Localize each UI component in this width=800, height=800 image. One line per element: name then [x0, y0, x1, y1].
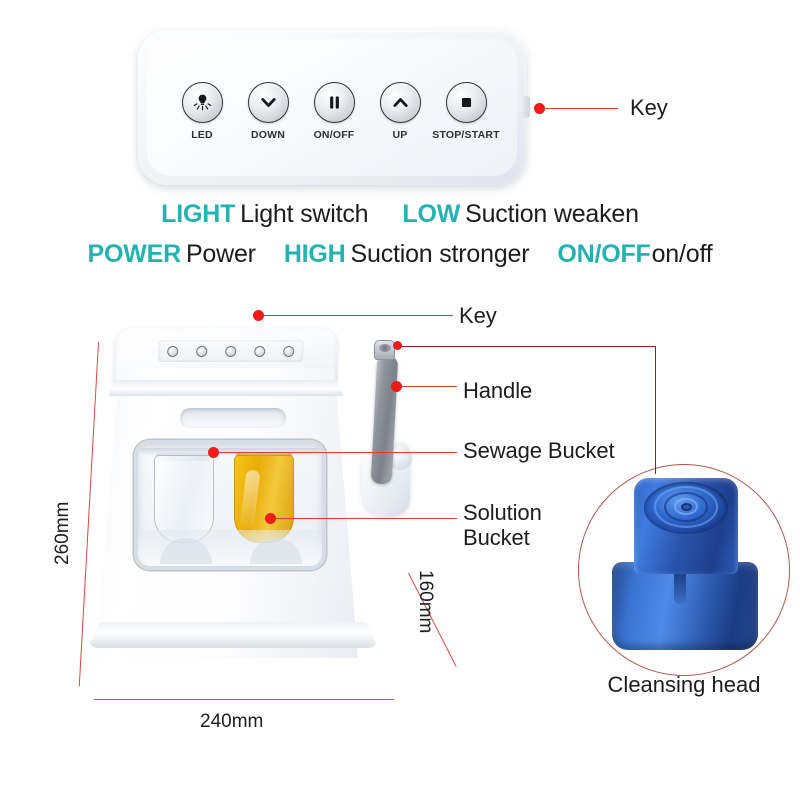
machine-touch-strip[interactable]: [157, 340, 304, 362]
cleansing-head-caption: Cleansing head: [607, 672, 761, 697]
machine-sewage-dot: [208, 447, 219, 458]
machine-upper-lip: [108, 380, 344, 396]
panel-button-up-label: UP: [392, 129, 408, 141]
machine-base: [88, 622, 378, 648]
handle-wand-tip: [374, 340, 395, 360]
panel-button-stop-start-circle[interactable]: [445, 82, 487, 123]
machine-floor-dome-left: [160, 538, 212, 564]
handle-assembly: [362, 334, 414, 524]
panel-button-led[interactable]: LED: [172, 82, 232, 141]
legend-item-onoff: ON/OFF on/off: [557, 240, 712, 269]
panel-button-stop-start-label: STOP/START: [432, 129, 500, 141]
legend-item-high: HIGH Suction stronger: [284, 240, 530, 269]
control-panel-button-row: LED DOWN: [172, 82, 500, 141]
remote-callout-dot: [534, 103, 545, 114]
panel-button-down-label: DOWN: [250, 129, 286, 141]
machine-solution-dot: [265, 513, 276, 524]
machine-handle-line: [397, 386, 457, 388]
legend-row-2: POWER Power HIGH Suction stronger ON/OFF…: [0, 240, 800, 269]
chevron-up-icon: [390, 92, 411, 113]
legend-desc-onoff: on/off: [651, 240, 713, 268]
machine-mini-button-onoff[interactable]: [225, 345, 237, 357]
sewage-bucket-glass: [154, 455, 214, 543]
legend-desc-low: Suction weaken: [465, 200, 639, 228]
legend-row-1: LIGHT Light switch LOW Suction weaken: [0, 200, 800, 229]
dimension-label-width: 240mm: [200, 711, 264, 732]
legend-item-power: POWER Power: [87, 240, 256, 269]
panel-button-up-circle[interactable]: [379, 82, 421, 123]
cleansing-head-notch: [674, 570, 686, 604]
lamp-icon: [192, 92, 213, 113]
remote-callout-label: Key: [630, 95, 668, 120]
machine-sewage-label: Sewage Bucket: [463, 438, 615, 463]
machine-front-slot: [180, 408, 286, 428]
cleansing-head-ring-2: [664, 492, 708, 522]
machine-window-floor: [138, 530, 322, 566]
solution-bucket-bottle: [234, 452, 294, 543]
solution-bucket-highlight: [239, 469, 261, 529]
dimension-label-height: 260mm: [52, 501, 73, 565]
sewage-bucket-bottle: [154, 452, 214, 543]
cleansing-head-ring-center: [681, 503, 692, 511]
machine-mini-button-down[interactable]: [196, 345, 208, 357]
control-panel-side-nub: [523, 96, 530, 118]
inset-connector-hline: [398, 346, 656, 348]
handle-top-dot: [393, 341, 402, 350]
cleansing-head-ring-1: [654, 486, 718, 528]
stop-square-icon: [456, 92, 477, 113]
panel-button-onoff[interactable]: ON/OFF: [304, 82, 364, 141]
machine-bottle-window: [134, 440, 326, 570]
machine-handle-label: Handle: [463, 378, 533, 403]
dimension-line-width: [94, 699, 394, 701]
inset-connector-vline: [655, 347, 657, 474]
chevron-down-icon: [258, 92, 279, 113]
solution-bucket-glass: [234, 455, 294, 543]
machine-handle-dot: [391, 381, 402, 392]
cleansing-head-ring-3: [674, 498, 698, 515]
machine-key-label: Key: [459, 303, 497, 328]
legend-keyword-light: LIGHT: [161, 200, 236, 228]
cleansing-head-art: [612, 478, 758, 658]
panel-button-up[interactable]: UP: [370, 82, 430, 141]
dimension-label-depth: 160mm: [415, 570, 436, 634]
panel-button-down[interactable]: DOWN: [238, 82, 298, 141]
legend-item-light: LIGHT Light switch: [161, 200, 368, 229]
machine-bottle-shelf: [138, 448, 322, 455]
machine-illustration: [88, 322, 412, 674]
panel-button-led-circle[interactable]: [181, 82, 223, 123]
legend-desc-power: Power: [185, 240, 256, 268]
cleansing-head-circle: [578, 464, 790, 676]
machine-floor-dome-right: [250, 538, 302, 564]
machine-mini-button-stop-start[interactable]: [283, 345, 295, 357]
machine-solution-label: Solution Bucket: [463, 500, 542, 551]
machine-mini-button-led[interactable]: [167, 345, 179, 357]
remote-callout-line: [540, 108, 618, 110]
machine-key-line: [259, 315, 453, 317]
machine-sewage-line: [214, 452, 457, 454]
control-panel: LED DOWN: [138, 30, 530, 185]
pause-icon: [324, 92, 345, 113]
panel-button-down-circle[interactable]: [247, 82, 289, 123]
panel-button-led-label: LED: [191, 129, 213, 141]
legend-item-low: LOW Suction weaken: [402, 200, 639, 229]
legend-desc-high: Suction stronger: [350, 240, 530, 268]
panel-button-stop-start[interactable]: STOP/START: [432, 82, 500, 141]
legend-keyword-power: POWER: [87, 240, 181, 268]
panel-button-onoff-circle[interactable]: [313, 82, 355, 123]
legend-keyword-high: HIGH: [283, 240, 346, 268]
machine-key-dot: [253, 310, 264, 321]
machine-mini-button-up[interactable]: [254, 345, 266, 357]
legend-keyword-onoff: ON/OFF: [557, 240, 651, 268]
legend-desc-light: Light switch: [240, 200, 369, 228]
legend-keyword-low: LOW: [402, 200, 461, 228]
panel-button-onoff-label: ON/OFF: [313, 129, 355, 141]
machine-solution-line: [271, 518, 457, 520]
